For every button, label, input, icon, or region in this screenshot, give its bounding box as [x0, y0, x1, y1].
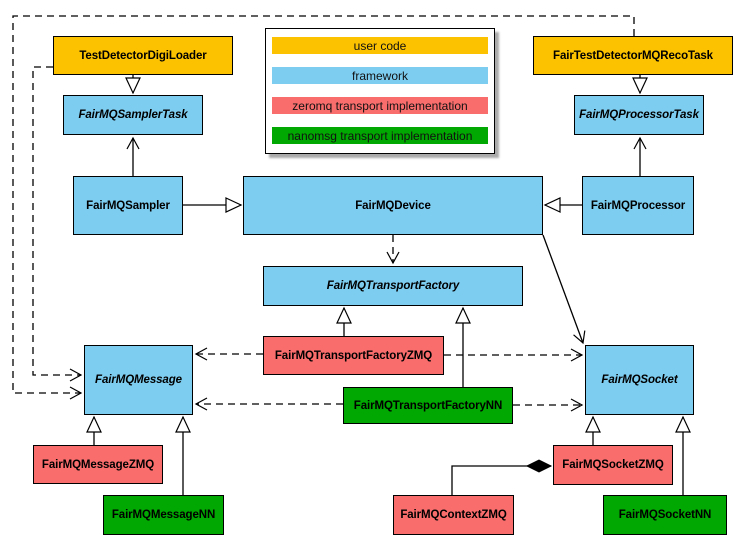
- node-fairmqmessage: FairMQMessage: [84, 345, 193, 415]
- node-fairmqtransportfactorynn: FairMQTransportFactoryNN: [343, 387, 513, 424]
- edge-socketzmq-owns-contextzmq: [451, 459, 553, 495]
- legend-item-zeromq: zeromq transport implementation: [272, 97, 488, 114]
- node-testdetectordigiloader: TestDetectorDigiLoader: [53, 36, 233, 75]
- legend-panel: user code framework zeromq transport imp…: [265, 28, 495, 154]
- edge-device-uses-socket: [542, 234, 586, 345]
- legend-item-user-code: user code: [272, 37, 488, 54]
- node-fairmqsamplertask: FairMQSamplerTask: [63, 95, 203, 135]
- node-fairmqsocketnn: FairMQSocketNN: [603, 495, 727, 535]
- node-fairmqsocketzmq: FairMQSocketZMQ: [553, 445, 673, 485]
- node-fairtestdetectormqrecotask: FairTestDetectorMQRecoTask: [533, 36, 733, 75]
- node-fairmqsocket: FairMQSocket: [585, 345, 694, 415]
- node-fairmqmessagezmq: FairMQMessageZMQ: [33, 445, 163, 484]
- edge-digiloader-depends-message: [32, 66, 83, 382]
- edge-recotask-depends-message: [12, 15, 635, 400]
- node-fairmqdevice: FairMQDevice: [243, 176, 543, 235]
- node-fairmqtransportfactoryzmq: FairMQTransportFactoryZMQ: [263, 336, 444, 375]
- node-fairmqprocessortask: FairMQProcessorTask: [574, 95, 704, 135]
- legend-item-framework: framework: [272, 67, 488, 84]
- node-fairmqprocessor: FairMQProcessor: [582, 176, 694, 235]
- legend-item-nanomsg: nanomsg transport implementation: [272, 127, 488, 144]
- node-fairmqcontextzmq: FairMQContextZMQ: [393, 495, 514, 535]
- node-fairmqmessagenn: FairMQMessageNN: [103, 495, 224, 535]
- node-fairmqsampler: FairMQSampler: [73, 176, 183, 235]
- node-fairmqtransportfactory: FairMQTransportFactory: [263, 266, 523, 306]
